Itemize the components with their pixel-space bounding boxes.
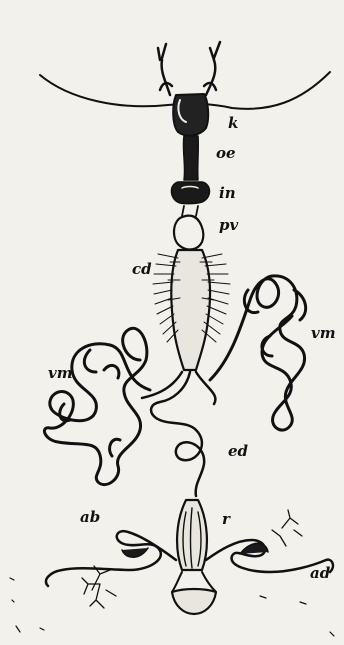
label-cd: cd xyxy=(132,262,152,277)
label-vm-right: vm xyxy=(311,326,336,341)
label-ed: ed xyxy=(228,444,248,459)
label-in: in xyxy=(219,186,236,201)
label-k: k xyxy=(228,116,238,131)
oesophagus xyxy=(183,136,198,180)
label-ab: ab xyxy=(80,510,100,525)
head-capsule xyxy=(173,94,208,135)
label-pv: pv xyxy=(219,218,238,233)
label-ad: ad xyxy=(310,566,330,581)
crop xyxy=(171,182,209,204)
label-vm-left: vm xyxy=(48,366,73,381)
label-r: r xyxy=(222,512,230,527)
label-oe: oe xyxy=(216,146,236,161)
